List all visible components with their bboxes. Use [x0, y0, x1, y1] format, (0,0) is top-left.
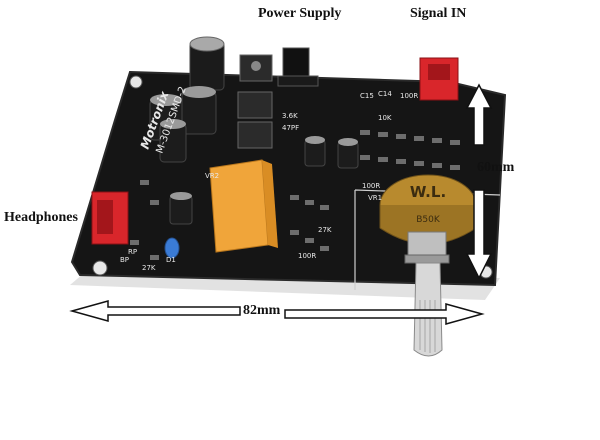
- silkscreen-label: VR2: [205, 172, 219, 180]
- regulator: [237, 91, 273, 119]
- silkscreen-label: 27K: [318, 226, 332, 234]
- signal-in-label: Signal IN: [410, 6, 467, 21]
- capacitor-top: [338, 138, 358, 146]
- silkscreen-label: RP: [128, 248, 137, 256]
- capacitor-small: [169, 195, 193, 225]
- silkscreen-label: 3.6K: [282, 112, 298, 120]
- mounting-hole: [92, 260, 108, 276]
- potentiometer-nut: [404, 254, 450, 264]
- silkscreen-label: D1: [166, 256, 176, 264]
- mounting-hole: [129, 75, 143, 89]
- capacitor-top: [189, 36, 225, 52]
- height-dimension-arrow: [465, 83, 493, 280]
- silkscreen-label: C14: [378, 90, 392, 98]
- power-connector: [282, 47, 310, 77]
- silkscreen-label: 100R: [298, 252, 316, 260]
- headphones-label: Headphones: [4, 210, 78, 225]
- smd-components: [130, 130, 460, 260]
- power-supply-label: Power Supply: [258, 6, 342, 21]
- capacitor-top: [150, 94, 182, 106]
- silkscreen-label: 100R: [362, 182, 380, 190]
- blue-led: [164, 237, 180, 259]
- signal-in-connector-slot: [428, 64, 450, 80]
- pot-brand-text: W.L.: [410, 183, 446, 201]
- silkscreen-label: 100R: [400, 92, 418, 100]
- relay-side: [262, 160, 278, 248]
- silkscreen-label: C15: [360, 92, 374, 100]
- width-dimension-label: 82mm: [243, 303, 281, 318]
- width-dimension-arrow: [69, 300, 485, 325]
- pot-value-text: B50K: [416, 215, 441, 225]
- regulator-hole: [251, 61, 261, 71]
- power-connector-base: [277, 75, 319, 87]
- shaft-knurling: [419, 300, 436, 353]
- height-dimension-label: 60mm: [477, 160, 515, 175]
- capacitor: [181, 91, 217, 135]
- silkscreen-label: 47PF: [282, 124, 299, 132]
- capacitor-top: [170, 192, 192, 200]
- silkscreen-label: VR1: [368, 194, 382, 202]
- capacitor-top: [182, 86, 216, 98]
- capacitor-top: [160, 119, 186, 129]
- capacitor-top: [305, 136, 325, 144]
- potentiometer-bushing: [407, 231, 447, 259]
- regulator: [237, 121, 273, 149]
- silkscreen-label: 10K: [378, 114, 392, 122]
- headphones-connector-slot: [97, 200, 113, 234]
- silkscreen-label: BP: [120, 256, 129, 264]
- silkscreen-label: 27K: [142, 264, 156, 272]
